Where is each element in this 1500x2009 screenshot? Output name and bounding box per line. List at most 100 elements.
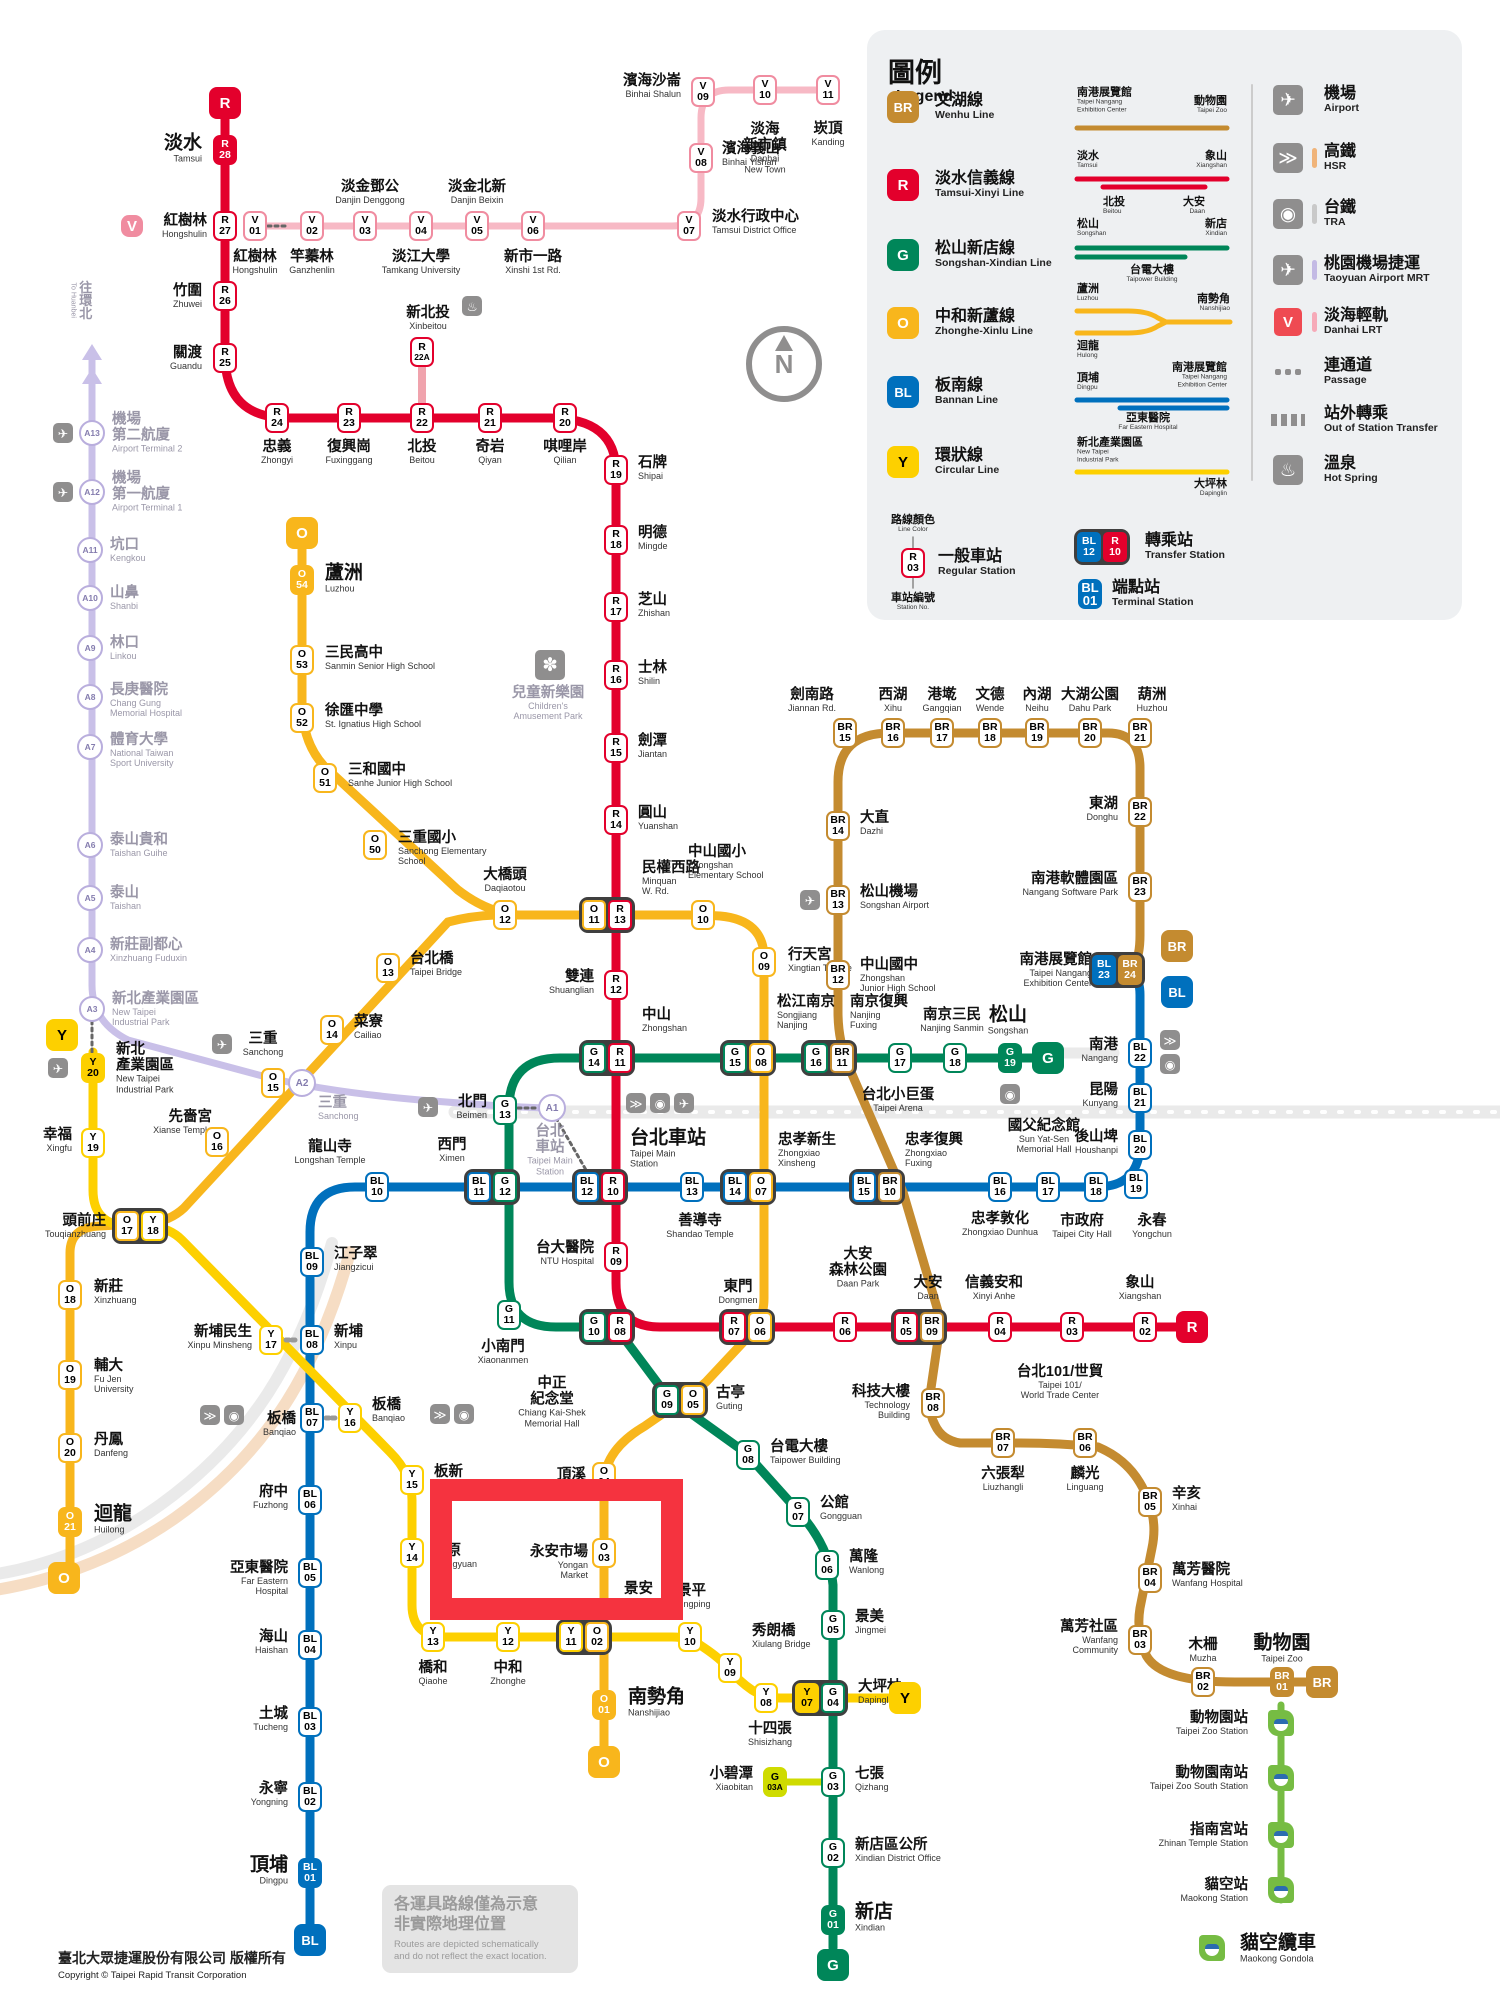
station-BL-logo-south[interactable]: BL <box>294 1924 326 1956</box>
station-Y-logo-north[interactable]: Y <box>46 1019 78 1051</box>
station-O-logo-west[interactable]: O <box>48 1562 80 1594</box>
station-legend-line-O[interactable]: O <box>887 307 919 339</box>
station-A2[interactable]: A2 <box>288 1069 316 1097</box>
station-A12[interactable]: A12 <box>79 479 105 505</box>
station-A8[interactable]: A8 <box>77 684 103 710</box>
station-Y-logo-south[interactable]: Y <box>889 1682 921 1714</box>
station-gondola-taipei-zoo-south[interactable] <box>1268 1765 1294 1791</box>
station-gondola-legend[interactable] <box>1199 1935 1225 1961</box>
station-legend-line-BL[interactable]: BL <box>887 376 919 408</box>
station-gondola-maokong[interactable] <box>1268 1877 1294 1903</box>
station-legend-line-Y[interactable]: Y <box>887 446 919 478</box>
station-O-logo-north[interactable]: O <box>286 517 318 549</box>
station-O-logo-south[interactable]: O <box>588 1746 620 1778</box>
station-A1[interactable]: A1 <box>538 1094 566 1122</box>
station-BL-logo-east[interactable]: BL <box>1161 976 1193 1008</box>
station-A9[interactable]: A9 <box>77 635 103 661</box>
station-A4[interactable]: A4 <box>77 937 103 963</box>
